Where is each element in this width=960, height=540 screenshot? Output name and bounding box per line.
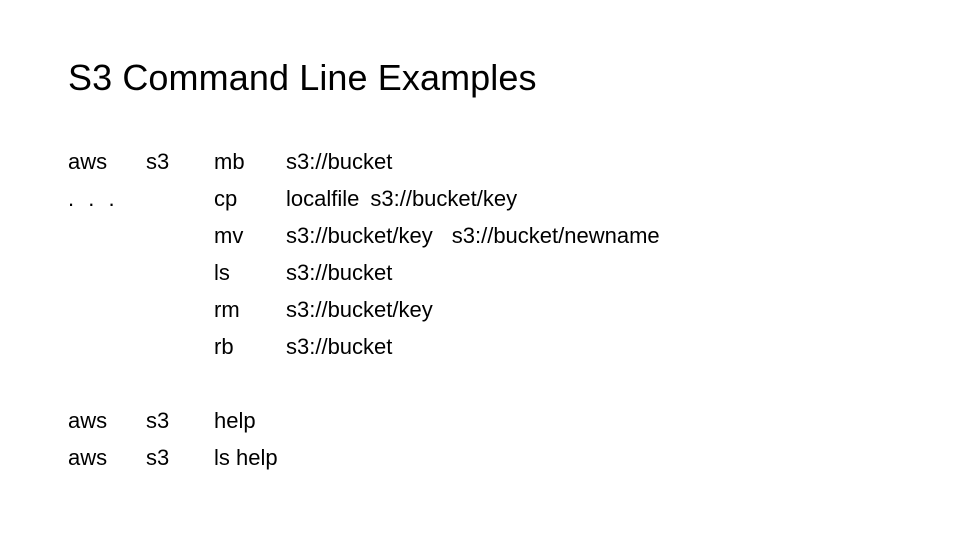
- command-verb: ls: [214, 260, 230, 285]
- command-argument-source: localfile: [286, 186, 360, 211]
- command-row: aws s3 mb s3://bucket: [68, 143, 660, 180]
- command-row: . . . cp localfile s3://bucket/key: [68, 180, 660, 217]
- command-verb: help: [214, 408, 256, 433]
- command-program: aws: [68, 445, 108, 470]
- command-arguments: localfile s3://bucket/key: [286, 180, 517, 217]
- command-arguments: s3://bucket: [286, 334, 393, 359]
- command-verb: mb: [214, 149, 245, 174]
- command-row: aws s3 help: [68, 402, 278, 439]
- command-row: rb s3://bucket: [68, 328, 660, 365]
- command-verb: ls help: [214, 445, 278, 470]
- command-program: aws: [68, 149, 108, 174]
- command-service: s3: [146, 149, 170, 174]
- command-block-main: aws s3 mb s3://bucket . . . cp localfile…: [68, 143, 660, 365]
- command-arguments: s3://bucket/key: [286, 297, 433, 322]
- command-block-help: aws s3 help aws s3 ls help: [68, 402, 278, 476]
- command-service: s3: [146, 445, 170, 470]
- command-row: mv s3://bucket/key s3://bucket/newname: [68, 217, 660, 254]
- command-verb: mv: [214, 223, 244, 248]
- command-arguments: s3://bucket/key s3://bucket/newname: [286, 217, 660, 254]
- command-continuation-ellipsis: . . .: [68, 186, 119, 211]
- command-arguments: s3://bucket: [286, 149, 393, 174]
- command-row: aws s3 ls help: [68, 439, 278, 476]
- command-row: rm s3://bucket/key: [68, 291, 660, 328]
- command-argument-target: s3://bucket/newname: [451, 223, 660, 248]
- command-row: ls s3://bucket: [68, 254, 660, 291]
- command-verb: rm: [214, 297, 240, 322]
- command-verb: cp: [214, 186, 238, 211]
- command-verb: rb: [214, 334, 234, 359]
- command-program: aws: [68, 408, 108, 433]
- command-argument-target: s3://bucket/key: [370, 186, 518, 211]
- page-title: S3 Command Line Examples: [68, 57, 537, 98]
- command-service: s3: [146, 408, 170, 433]
- command-argument-source: s3://bucket/key: [286, 223, 433, 248]
- command-arguments: s3://bucket: [286, 260, 393, 285]
